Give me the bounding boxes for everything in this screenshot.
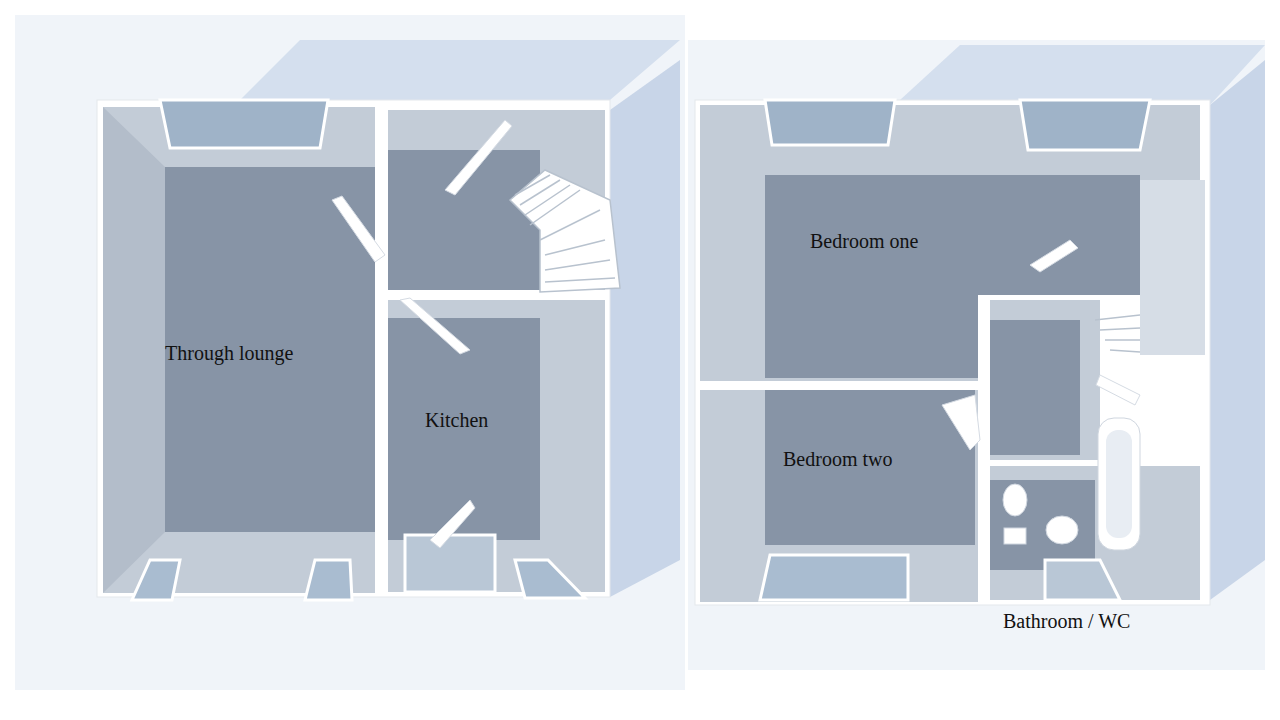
wall-face (700, 390, 978, 602)
render-ground (688, 40, 1265, 670)
outer-wall (97, 100, 610, 597)
cupboard (1140, 180, 1205, 355)
bathtub (1098, 418, 1140, 550)
door-leaf (1096, 375, 1140, 405)
room-area: Bathroom / WC (990, 465, 1210, 638)
door-leaf (1030, 240, 1078, 272)
window (1045, 560, 1120, 600)
cast-shadow (240, 40, 680, 100)
staircase (1095, 315, 1140, 352)
cast-shadow (610, 60, 680, 597)
outer-wall (695, 100, 1210, 605)
partition-wall (978, 295, 990, 602)
wall-face (388, 298, 605, 592)
window (305, 560, 352, 600)
floor (765, 390, 975, 545)
room-area: Through lounge (103, 107, 375, 593)
door-leaf (942, 395, 980, 450)
staircase (510, 170, 620, 292)
door-leaf (445, 120, 512, 195)
cast-shadow (900, 45, 1265, 105)
floor (990, 320, 1080, 455)
floor (990, 480, 1095, 570)
room-area: Kitchen (388, 298, 605, 592)
render-ground (15, 15, 685, 690)
room-label: Bathroom / WC (1003, 606, 1130, 636)
room-label: Bedroom two (783, 444, 892, 474)
cast-shadow (1210, 60, 1265, 600)
room-label: Kitchen (425, 405, 488, 435)
door-leaf (430, 500, 475, 548)
wall-face (103, 107, 375, 593)
wall-face (990, 466, 1200, 600)
back-door (405, 535, 495, 592)
room-label: Through lounge (165, 338, 293, 368)
partition-wall (388, 290, 605, 300)
room-area: Bedroom one (700, 105, 1140, 381)
wall-face (103, 107, 165, 593)
floor (165, 167, 375, 532)
partition-wall (375, 107, 388, 593)
door-leaf (332, 196, 385, 262)
window (160, 100, 328, 148)
window (765, 100, 895, 145)
room-label: Bedroom one (810, 226, 918, 256)
toilet (1004, 528, 1026, 544)
partition-wall (700, 381, 985, 390)
window (760, 555, 908, 600)
room-area: Bedroom two (700, 390, 978, 602)
door-leaf (400, 298, 470, 354)
wall-face (990, 300, 1100, 460)
bathtub (1106, 430, 1132, 538)
window (1020, 100, 1150, 150)
window (515, 560, 585, 598)
toilet (1003, 484, 1027, 516)
wash-basin (1046, 516, 1078, 544)
window (132, 560, 180, 600)
